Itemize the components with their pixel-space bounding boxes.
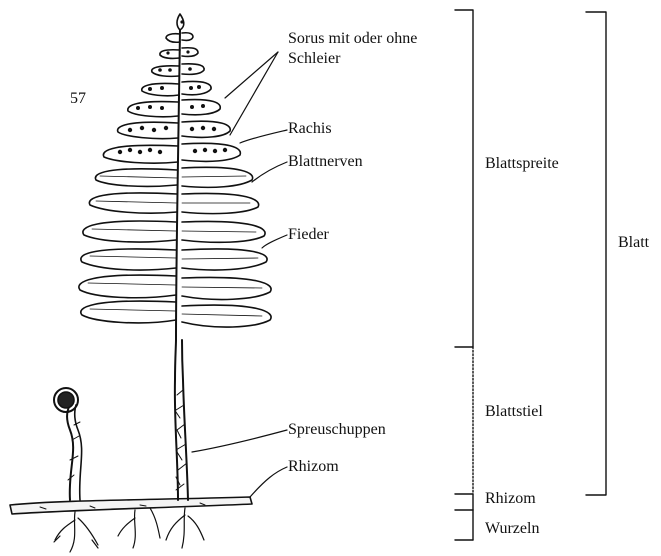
label-spreuschuppen: Spreuschuppen <box>288 421 386 439</box>
stipe-drawing <box>175 340 188 500</box>
label-sorus: Sorus mit oder ohne <box>288 30 417 48</box>
leader-lines <box>192 52 287 497</box>
region-blattstiel: Blattstiel <box>485 403 543 421</box>
right-pinnae <box>182 33 271 327</box>
rhizome-drawing <box>10 497 252 514</box>
label-rhizom: Rhizom <box>288 458 339 476</box>
region-rhizom: Rhizom <box>485 490 536 508</box>
region-wurzeln: Wurzeln <box>485 520 539 538</box>
label-schleier: Schleier <box>288 50 340 68</box>
roots-drawing <box>54 508 204 552</box>
figure-number: 57 <box>70 90 86 108</box>
region-brackets <box>455 10 606 540</box>
fiddlehead-drawing <box>54 388 82 500</box>
label-rachis: Rachis <box>288 120 332 138</box>
region-blattspreite: Blattspreite <box>485 155 559 173</box>
region-blatt: Blatt <box>618 234 649 252</box>
label-blattnerven: Blattnerven <box>288 153 363 171</box>
left-pinnae <box>79 14 184 323</box>
label-fieder: Fieder <box>288 226 329 244</box>
